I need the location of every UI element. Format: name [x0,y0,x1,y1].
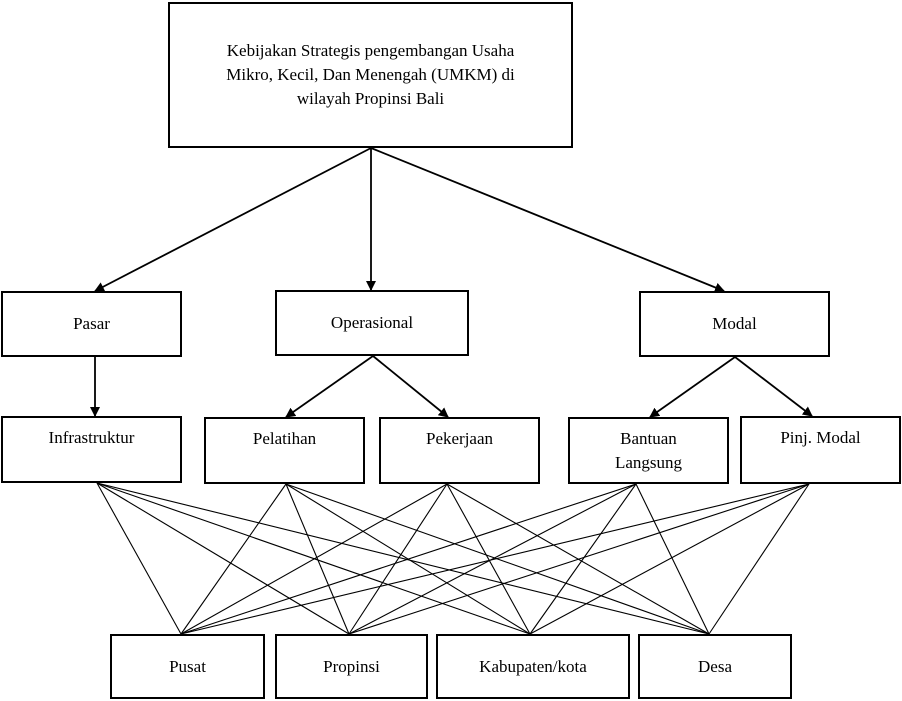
pusat-label: Pusat [169,656,206,676]
link-infrastruktur-to-desa [96,482,710,635]
root-line-3: wilayah Propinsi Bali [296,89,445,108]
link-pinj_modal-to-pusat [180,483,810,635]
edge-root-to-modal [370,147,725,293]
link-bantuan-to-propinsi [348,483,637,635]
operasional-label: Operasional [330,313,414,332]
propinsi-label: Propinsi [323,656,380,676]
kabupaten-kota-box: Kabupaten/kota [436,634,630,699]
pekerjaan-box: Pekerjaan [379,417,540,484]
kabupaten-label: Kabupaten/kota [479,656,587,676]
pekerjaan-label: Pekerjaan [425,429,494,448]
edge-modal-to-bantuan [649,356,736,418]
root-strategy-box: Kebijakan Strategis pengembangan Usaha M… [168,2,573,148]
link-bantuan-to-pusat [180,483,637,635]
infrastruktur-label: Infrastruktur [48,428,135,447]
link-infrastruktur-to-propinsi [96,482,350,635]
link-bantuan-to-kabupaten [529,483,637,635]
infrastruktur-box: Infrastruktur [1,416,182,483]
link-pinj_modal-to-kabupaten [529,483,810,635]
root-line-2: Mikro, Kecil, Dan Menengah (UMKM) di [226,65,515,84]
bantuan-label-line-2: Langsung [614,453,683,472]
modal-box: Modal [639,291,830,357]
pelatihan-box: Pelatihan [204,417,365,484]
link-pekerjaan-to-propinsi [348,483,448,635]
modal-label: Modal [712,314,757,333]
link-pinj_modal-to-propinsi [348,483,810,635]
pinj-modal-label: Pinj. Modal [780,428,861,447]
bantuan-langsung-box: Bantuan Langsung [568,417,729,484]
link-pelatihan-to-propinsi [285,483,350,635]
link-pelatihan-to-pusat [180,483,287,635]
pasar-label: Pasar [73,314,110,333]
root-line-1: Kebijakan Strategis pengembangan Usaha [226,41,515,60]
bantuan-label-line-1: Bantuan [620,429,677,448]
desa-box: Desa [638,634,792,699]
link-pelatihan-to-desa [285,483,710,635]
pelatihan-label: Pelatihan [252,429,317,448]
link-infrastruktur-to-kabupaten [96,482,531,635]
operasional-box: Operasional [275,290,469,356]
desa-label: Desa [698,656,732,676]
link-pekerjaan-to-kabupaten [446,483,531,635]
edge-root-to-pasar [94,147,372,292]
link-bantuan-to-desa [635,483,710,635]
pusat-box: Pusat [110,634,265,699]
link-infrastruktur-to-pusat [96,482,182,635]
pinj-modal-box: Pinj. Modal [740,416,901,484]
propinsi-box: Propinsi [275,634,428,699]
edge-operasional-to-pekerjaan [372,355,449,418]
pasar-box: Pasar [1,291,182,357]
link-pinj_modal-to-desa [708,483,810,635]
link-pekerjaan-to-pusat [180,483,448,635]
edge-modal-to-pinj_modal [734,356,813,417]
edge-operasional-to-pelatihan [285,355,374,418]
